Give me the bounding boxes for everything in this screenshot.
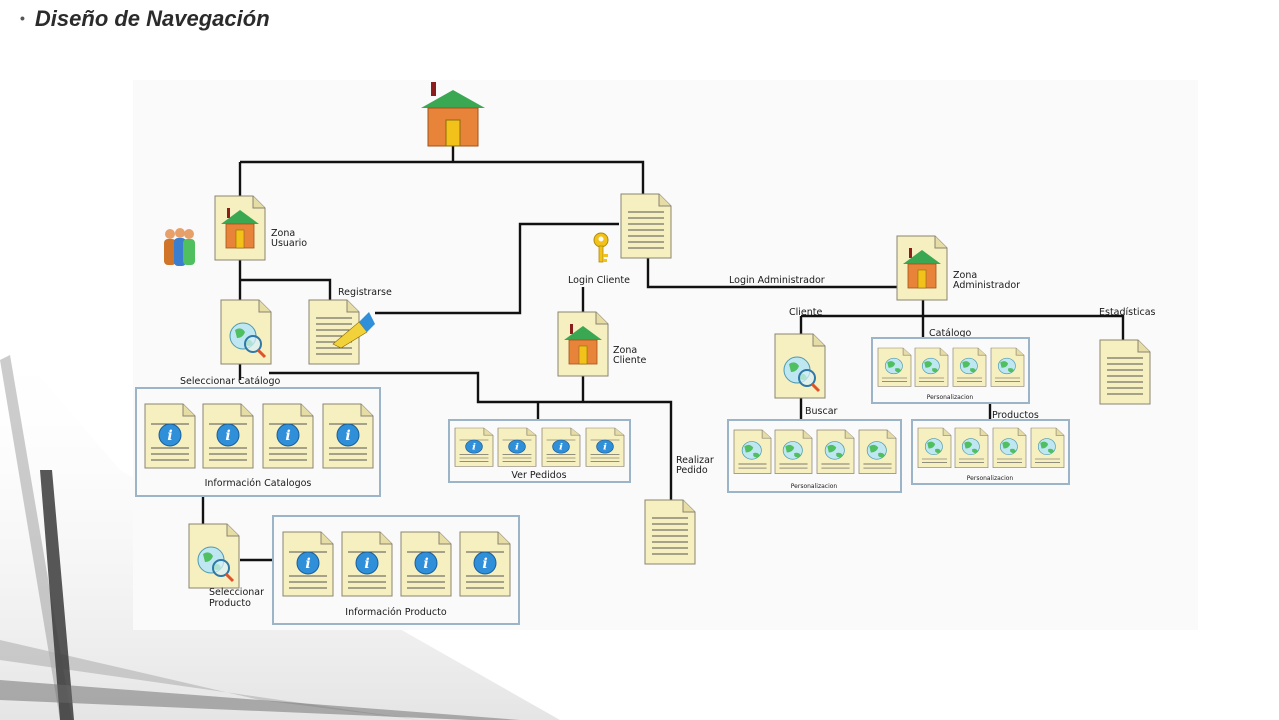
estadisticas-page-icon[interactable] xyxy=(1099,339,1151,405)
realizar-pedido-label-2: Pedido xyxy=(676,465,708,476)
admin-catalogo-page-3[interactable] xyxy=(952,347,987,387)
informacion-catalogos-label: Información Catalogos xyxy=(205,478,312,489)
productos-group: Personalizacion xyxy=(911,419,1070,485)
zona-cliente-label-2: Cliente xyxy=(613,355,647,366)
buscar-page-2[interactable] xyxy=(774,429,813,474)
link-search-to-ver-pedidos xyxy=(269,371,673,500)
link-admin-branches xyxy=(801,314,1125,340)
bullet: • xyxy=(20,10,25,26)
link-login-to-registrarse xyxy=(375,222,619,315)
zona-usuario-label-1: Zona xyxy=(271,228,295,239)
catalogo-info-page-4[interactable] xyxy=(322,403,374,469)
login-administrador-label: Login Administrador xyxy=(729,275,825,286)
productos-page-2[interactable] xyxy=(954,427,989,469)
informacion-producto-group: Información Producto xyxy=(272,515,520,625)
navigation-diagram: i xyxy=(133,80,1198,630)
producto-info-page-3[interactable] xyxy=(400,531,452,597)
productos-page-4[interactable] xyxy=(1030,427,1065,469)
pencil-icon xyxy=(332,312,375,349)
key-icon xyxy=(593,232,609,263)
seleccionar-producto-page-icon[interactable] xyxy=(187,522,241,590)
buscar-page-4[interactable] xyxy=(858,429,897,474)
pedido-page-1[interactable] xyxy=(454,427,494,467)
zona-administrador-label-2: Administrador xyxy=(953,280,1020,291)
catalogo-info-page-1[interactable] xyxy=(144,403,196,469)
cliente-label: Cliente xyxy=(789,307,823,318)
buscar-group: Personalizacion xyxy=(727,419,902,493)
seleccionar-producto-label-1: Seleccionar xyxy=(209,587,264,598)
producto-info-page-4[interactable] xyxy=(459,531,511,597)
productos-page-3[interactable] xyxy=(992,427,1027,469)
producto-info-page-2[interactable] xyxy=(341,531,393,597)
admin-catalogo-personalizacion-label: Personalizacion xyxy=(927,394,974,401)
producto-info-page-1[interactable] xyxy=(282,531,334,597)
seleccionar-producto-label-2: Producto xyxy=(209,598,251,609)
diagram-canvas: i xyxy=(135,82,1156,625)
users-icon xyxy=(164,228,195,266)
admin-catalogo-group: Personalizacion xyxy=(871,337,1030,404)
productos-personalizacion-label: Personalizacion xyxy=(967,475,1014,482)
slide-title-text: Diseño de Navegación xyxy=(34,6,270,31)
link-login-cliente-down xyxy=(646,258,898,289)
catalogo-label: Catálogo xyxy=(929,328,971,339)
ver-pedidos-label: Ver Pedidos xyxy=(511,470,566,481)
productos-page-1[interactable] xyxy=(917,427,952,469)
cliente-search-page-icon[interactable] xyxy=(773,332,827,400)
productos-label: Productos xyxy=(992,410,1039,421)
link-home-branches xyxy=(240,160,645,194)
pedido-page-3[interactable] xyxy=(541,427,581,467)
admin-catalogo-page-1[interactable] xyxy=(877,347,912,387)
login-cliente-label: Login Cliente xyxy=(568,275,630,286)
zona-cliente-label-1: Zona xyxy=(613,345,637,356)
informacion-catalogos-group: Información Catalogos xyxy=(135,387,381,497)
informacion-producto-label: Información Producto xyxy=(345,607,447,618)
seleccionar-catalogo-label: Seleccionar Catálogo xyxy=(180,376,281,387)
buscar-catalogo-page-icon[interactable] xyxy=(219,298,273,366)
buscar-page-1[interactable] xyxy=(733,429,772,474)
realizar-pedido-page-icon[interactable] xyxy=(644,499,696,565)
link-registrarse xyxy=(240,278,332,302)
pedido-page-4[interactable] xyxy=(585,427,625,467)
zona-administrador-label-1: Zona xyxy=(953,270,977,281)
zona-usuario-label-2: Usuario xyxy=(271,238,307,249)
realizar-pedido-label-1: Realizar xyxy=(676,455,714,466)
connectors xyxy=(201,146,1125,562)
zona-administrador-page-icon[interactable] xyxy=(896,235,948,301)
login-page-icon[interactable] xyxy=(620,193,672,259)
admin-catalogo-page-2[interactable] xyxy=(914,347,949,387)
pedido-page-2[interactable] xyxy=(497,427,537,467)
registrarse-label: Registrarse xyxy=(338,287,392,298)
catalogo-info-page-2[interactable] xyxy=(202,403,254,469)
home-icon[interactable] xyxy=(421,82,485,147)
admin-catalogo-page-4[interactable] xyxy=(990,347,1025,387)
catalogo-info-page-3[interactable] xyxy=(262,403,314,469)
estadisticas-label: Estadísticas xyxy=(1099,307,1156,318)
buscar-label: Buscar xyxy=(805,406,838,417)
buscar-personalizacion-label: Personalizacion xyxy=(791,483,838,490)
zona-cliente-page-icon[interactable] xyxy=(557,311,609,377)
ver-pedidos-group: Ver Pedidos xyxy=(448,419,631,483)
zona-usuario-page-icon[interactable] xyxy=(214,195,266,261)
buscar-page-3[interactable] xyxy=(816,429,855,474)
slide-title: • Diseño de Navegación xyxy=(20,6,270,32)
